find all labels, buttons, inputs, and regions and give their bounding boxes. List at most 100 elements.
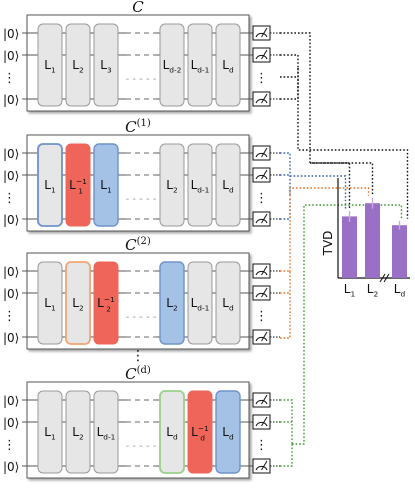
measurement-meter-icon [252,91,280,107]
layer-rect [159,390,185,474]
measurement-meter-icon [252,329,280,345]
bar-L1 [342,216,357,278]
ket-zero-label: |0⟩ [3,416,19,430]
layer-Ld-2-block: Ld-2 [159,23,185,107]
layer-label: Ld-1 [191,178,210,195]
measurement-meter-icon [252,47,280,63]
measurement-meter-icon [252,211,280,227]
bar-L2 [365,203,380,278]
layer-label: Ld-1 [191,296,210,313]
layer-L2-block: L2 [65,23,91,107]
layer-label: L2 [72,425,83,442]
layer-rect [37,143,63,227]
layer-L1-block: L1 [37,261,63,345]
layer-rect [215,143,241,227]
layer-rect [93,261,119,345]
layer-Ld-block: Ld [215,23,241,107]
layer-L1-block: L1 [93,143,119,227]
layer-Ld-block: Ld [215,390,241,474]
layer-label: L1 [44,425,56,442]
bar-Ld [392,225,407,278]
layer-label: Ld-1 [97,425,116,442]
layer-label: L2 [166,296,177,313]
panel-title: C(d) [125,365,151,383]
layer-rect [187,390,213,474]
x-tick-label-L1: L1 [344,282,356,299]
ket-zero-label: |0⟩ [3,265,19,279]
wire-c2-to-bar-l2 [280,187,370,339]
x-axis-break-mark [383,273,390,283]
layer-label: Ld-1 [191,58,210,75]
meter-vdots: ⋮ [255,191,268,206]
panel-title: C(2) [125,236,151,254]
layer-label: L2 [72,58,83,75]
measurement-column: ⋮ [252,25,280,107]
measurement-meter-icon [252,392,280,408]
wire-c1-to-bar-l1 [280,152,347,220]
layer-gap-dashes: - - - - - [126,441,157,452]
ket-vdots: ⋮ [3,438,16,453]
wire-cd-to-bar-ld [280,204,403,467]
layer-L1-block: L1 [37,143,63,227]
layer-label: Ld [222,58,234,75]
ket-zero-label: |0⟩ [3,27,19,41]
layer-rect [159,23,185,107]
x-tick-label-Ld: Ld [394,282,406,299]
layer-label: Ld [222,296,234,313]
layer-label: Ld [166,425,178,442]
measurement-column: ⋮ [252,263,280,345]
measurement-meter-icon [252,285,280,301]
layer-label: L3 [100,58,112,75]
chart-y-label: TVD [321,231,335,257]
layer-rect [187,23,213,107]
layer-L3-block: L3 [93,23,119,107]
layer-rect [187,261,213,345]
layer-label: L1 [100,178,112,195]
measurement-meter-icon [252,145,280,161]
layer-L1-block: L1 [37,390,63,474]
layer-rect [215,261,241,345]
layer-L1-block: L1 [37,23,63,107]
layer-L2-block: L2 [159,143,185,227]
layer-rect [93,143,119,227]
ket-zero-label: |0⟩ [3,394,19,408]
measurement-meter-icon [252,167,280,183]
layer-gap-dashes: - - - - - [126,312,157,323]
layer-Ld-block: Ld [215,143,241,227]
panels-vdots: ⋮ [131,348,145,364]
ket-vdots: ⋮ [3,71,16,86]
layer-rect [187,143,213,227]
meter-vdots: ⋮ [255,309,268,324]
ket-zero-label: |0⟩ [3,287,19,301]
layer-L2-block: L2 [65,390,91,474]
layer-rect [93,390,119,474]
layer-label: L1 [44,178,56,195]
wire-c-to-bar-l1 [310,162,351,209]
ket-zero-label: |0⟩ [3,169,19,183]
layer-rect [37,23,63,107]
measurement-meter-icon [252,25,280,41]
layer-label: L2 [166,178,177,195]
layer-rect [159,143,185,227]
wire-c-to-bars [280,32,374,196]
layer-L2-block: L2 [65,261,91,345]
layer-label: Ld-2 [163,58,182,75]
layer-Ld-1-block: Ld-1 [187,143,213,227]
layer-gap-dashes: - - - - - [126,74,157,85]
ket-zero-label: |0⟩ [3,147,19,161]
layer-Ld-block: Ld [215,261,241,345]
layer-rect [93,23,119,107]
ket-zero-label: |0⟩ [3,93,19,107]
layer-rect [65,261,91,345]
